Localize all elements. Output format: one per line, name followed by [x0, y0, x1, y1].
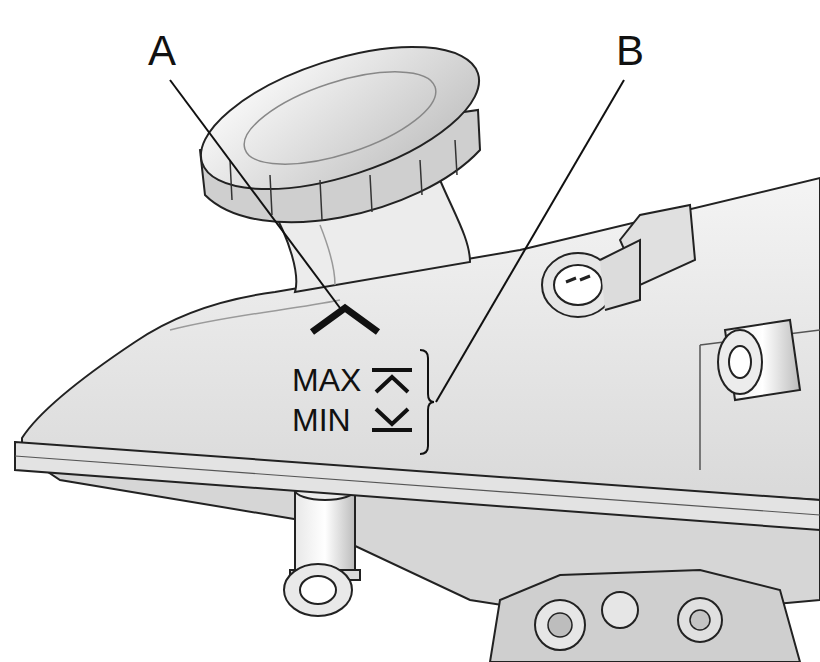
pump-component [490, 570, 800, 662]
level-sensor-connector [554, 265, 602, 305]
hose-port [284, 564, 352, 616]
level-mark-text: MIN [292, 404, 351, 436]
hose-port [718, 330, 762, 394]
hose-port [729, 346, 751, 378]
min-level-symbol [376, 409, 408, 424]
range-bracket [420, 350, 434, 454]
reservoir-flange-line [15, 456, 820, 515]
hose-port [295, 490, 355, 570]
hose-port [300, 576, 336, 604]
reservoir-flange [15, 442, 820, 530]
pump-component [490, 570, 800, 662]
reservoir-body-edge [700, 330, 820, 470]
pump-component [678, 598, 722, 642]
callout-letter: A [148, 30, 176, 72]
leader-line [436, 80, 624, 402]
full-level-chevron [312, 308, 378, 332]
pump-component [535, 600, 585, 650]
pump-component [548, 613, 572, 637]
callout-letter: B [616, 30, 644, 72]
min-level-symbol [372, 428, 412, 432]
pump-component [602, 592, 638, 628]
leader-line [170, 80, 343, 312]
filler-neck-shading [320, 225, 335, 285]
min-level-symbol [372, 409, 412, 430]
level-sensor-connector [542, 205, 695, 317]
reservoir-cap [184, 18, 496, 222]
pump-component [690, 610, 710, 630]
level-mark-text: MAX [292, 364, 361, 396]
max-level-symbol [376, 377, 408, 392]
hose-port [284, 480, 360, 616]
reservoir-body-shading [170, 300, 340, 330]
reservoir-cap [230, 140, 457, 220]
level-sensor-connector [566, 276, 590, 282]
max-level-symbol [372, 368, 412, 372]
reservoir-cap [234, 53, 446, 183]
max-level-symbol [372, 370, 412, 392]
level-sensor-connector [600, 240, 640, 310]
hose-port [718, 320, 800, 400]
